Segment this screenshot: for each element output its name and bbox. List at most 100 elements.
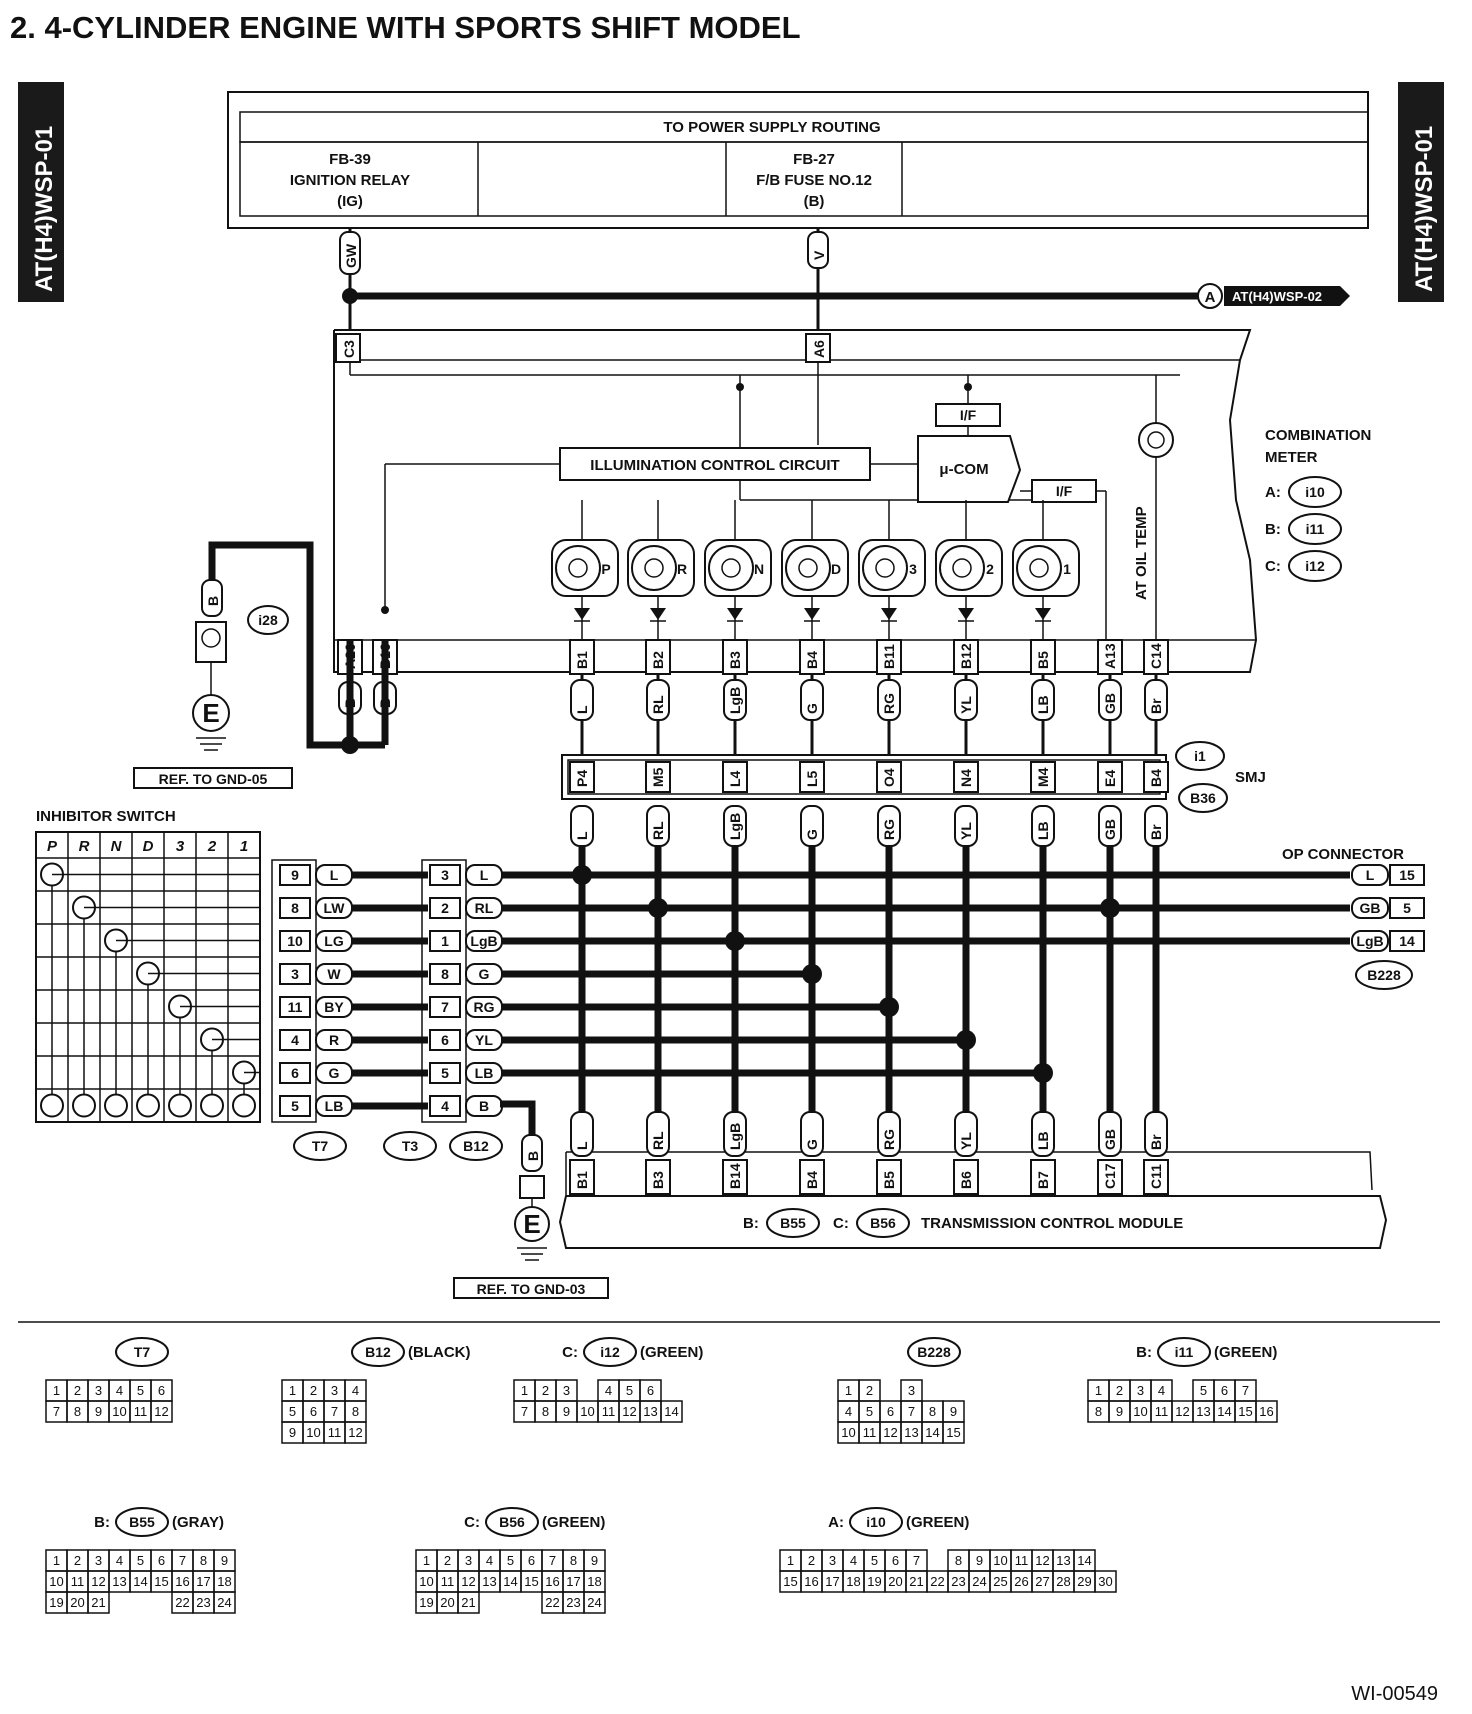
svg-text:T3: T3 — [402, 1138, 419, 1154]
svg-text:9: 9 — [291, 867, 299, 883]
combination-meter: C3 A6 ILLUMINATION CONTROL CIRCUIT I/F μ… — [333, 329, 1371, 673]
ref-gnd05: REF. TO GND-05 — [159, 771, 268, 787]
svg-text:B11: B11 — [881, 644, 897, 669]
svg-text:B6: B6 — [958, 1171, 974, 1189]
conn-b12: B12 — [449, 1131, 503, 1161]
svg-text:L: L — [480, 867, 489, 883]
lamp-D: D — [781, 500, 849, 640]
svg-text:T7: T7 — [134, 1344, 151, 1360]
svg-text:B12: B12 — [365, 1344, 391, 1360]
svg-text:(GREEN): (GREEN) — [542, 1514, 605, 1531]
svg-text:GB: GB — [1360, 900, 1381, 916]
svg-text:(GREEN): (GREEN) — [906, 1514, 969, 1531]
meter-wire-Br: Br — [1144, 679, 1168, 721]
svg-text:9: 9 — [221, 1553, 228, 1568]
meter-wire-YL: YL — [954, 679, 978, 721]
svg-text:1: 1 — [1063, 561, 1071, 577]
svg-text:15: 15 — [524, 1574, 538, 1589]
svg-text:8: 8 — [955, 1553, 962, 1568]
svg-text:2: 2 — [444, 1553, 451, 1568]
svg-text:12: 12 — [348, 1425, 362, 1440]
svg-text:11: 11 — [1155, 1404, 1169, 1419]
smj-pin-B4: B4 — [1143, 761, 1169, 793]
svg-text:10: 10 — [1133, 1404, 1147, 1419]
svg-text:6: 6 — [1221, 1383, 1228, 1398]
svg-text:15: 15 — [1238, 1404, 1252, 1419]
tcm-pin-B4: B4 — [799, 1159, 825, 1195]
svg-text:17: 17 — [566, 1574, 580, 1589]
link-ref: AT(H4)WSP-02 — [1232, 289, 1322, 304]
smj-pin-M5: M5 — [645, 761, 671, 793]
svg-text:14: 14 — [664, 1404, 678, 1419]
svg-text:C3: C3 — [341, 340, 357, 358]
svg-text:6: 6 — [647, 1383, 654, 1398]
svg-text:6: 6 — [887, 1404, 894, 1419]
tcm-pin-B7: B7 — [1030, 1159, 1056, 1195]
svg-text:BY: BY — [324, 999, 344, 1015]
svg-text:11: 11 — [602, 1404, 616, 1419]
svg-text:20: 20 — [440, 1595, 454, 1610]
op-connector-title: OP CONNECTOR — [1282, 846, 1404, 863]
svg-text:A: A — [1205, 289, 1216, 306]
svg-text:B5: B5 — [881, 1171, 897, 1189]
tcm-wire-RL: RL — [646, 1111, 670, 1157]
svg-text:12: 12 — [1035, 1553, 1049, 1568]
fuse-code: FB-27 — [793, 151, 835, 168]
svg-text:YL: YL — [475, 1032, 493, 1048]
svg-text:O4: O4 — [881, 768, 897, 787]
svg-text:COMBINATION: COMBINATION — [1265, 427, 1371, 444]
svg-text:5: 5 — [507, 1553, 514, 1568]
svg-text:AT(H4)WSP-01: AT(H4)WSP-01 — [31, 126, 58, 292]
svg-text:11: 11 — [288, 999, 303, 1015]
svg-text:11: 11 — [441, 1574, 455, 1589]
svg-text:B7: B7 — [1035, 1171, 1051, 1189]
smj-wire-LB: LB — [1031, 805, 1055, 847]
svg-text:16: 16 — [545, 1574, 559, 1589]
svg-text:14: 14 — [503, 1574, 517, 1589]
tcm-wire-LgB: LgB — [723, 1111, 747, 1157]
svg-text:9: 9 — [950, 1404, 957, 1419]
svg-text:13: 13 — [1196, 1404, 1210, 1419]
smj-conn-b36: B36 — [1190, 790, 1216, 806]
svg-text:METER: METER — [1265, 449, 1318, 466]
svg-text:1: 1 — [53, 1553, 60, 1568]
tcm-wire-Br: Br — [1144, 1111, 1168, 1157]
svg-text:RL: RL — [650, 821, 666, 840]
svg-text:10: 10 — [841, 1425, 855, 1440]
ref-gnd03: REF. TO GND-03 — [477, 1281, 586, 1297]
svg-text:12: 12 — [622, 1404, 636, 1419]
svg-text:B4: B4 — [804, 651, 820, 669]
lamp-2: 2 — [935, 500, 1003, 640]
svg-text:B: B — [479, 1098, 489, 1114]
svg-text:18: 18 — [217, 1574, 231, 1589]
svg-text:(GREEN): (GREEN) — [1214, 1344, 1277, 1361]
svg-text:B3: B3 — [727, 651, 743, 669]
svg-text:7: 7 — [521, 1404, 528, 1419]
svg-text:C:: C: — [1265, 558, 1281, 575]
svg-text:3: 3 — [331, 1383, 338, 1398]
svg-text:7: 7 — [179, 1553, 186, 1568]
meter-conn-b: i11 — [1306, 521, 1325, 537]
svg-text:B5: B5 — [1035, 651, 1051, 669]
svg-text:4: 4 — [1158, 1383, 1165, 1398]
svg-text:I/F: I/F — [960, 407, 977, 423]
meter-pin-B12: B12 — [953, 639, 979, 675]
smj-wire-GB: GB — [1098, 805, 1122, 847]
svg-text:10: 10 — [419, 1574, 433, 1589]
svg-text:4: 4 — [850, 1553, 857, 1568]
smj-wire-LgB: LgB — [723, 805, 747, 847]
svg-text:1: 1 — [423, 1553, 430, 1568]
ground-gnd05: B i28 E REF. TO GND-05 — [133, 541, 389, 789]
svg-text:11: 11 — [134, 1404, 148, 1419]
svg-text:15: 15 — [946, 1425, 960, 1440]
svg-text:23: 23 — [196, 1595, 210, 1610]
svg-text:B228: B228 — [1367, 967, 1401, 983]
tcm-pin-B1: B1 — [569, 1159, 595, 1195]
svg-text:LgB: LgB — [470, 933, 497, 949]
svg-text:23: 23 — [951, 1574, 965, 1589]
smj-wire-L: L — [570, 805, 594, 847]
svg-text:RL: RL — [650, 1131, 666, 1150]
svg-text:21: 21 — [461, 1595, 475, 1610]
